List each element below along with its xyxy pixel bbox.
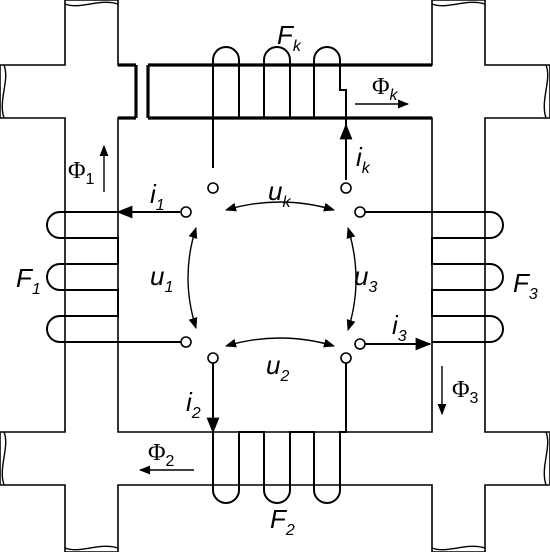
air-gap bbox=[136, 60, 148, 124]
label-phi1: Φ1 bbox=[68, 158, 95, 188]
label-u2: u2 bbox=[266, 350, 289, 385]
break-left-bottom bbox=[1, 431, 7, 486]
terminal-k-left bbox=[207, 182, 219, 194]
terminal-k-right bbox=[340, 182, 352, 194]
winding-f2 bbox=[206, 358, 347, 504]
break-right-bottom bbox=[543, 431, 549, 486]
terminal-1-bottom bbox=[180, 336, 192, 348]
terminal-2-left bbox=[207, 352, 219, 364]
winding-f1 bbox=[46, 205, 182, 343]
break-top-right bbox=[431, 1, 486, 7]
terminal-2-right bbox=[340, 352, 352, 364]
label-phi2: Φ2 bbox=[148, 440, 175, 470]
break-left-top bbox=[1, 64, 7, 119]
terminal-3-bottom bbox=[354, 338, 366, 350]
voltage-arc-uk bbox=[224, 201, 336, 212]
label-ik: ik bbox=[356, 142, 371, 177]
label-f1: F1 bbox=[16, 263, 41, 298]
label-fk: Fk bbox=[277, 20, 302, 55]
winding-fk bbox=[212, 46, 353, 180]
label-u1: u1 bbox=[150, 261, 173, 296]
label-uk: uk bbox=[268, 176, 291, 211]
break-right-top bbox=[543, 64, 549, 119]
label-i1: i1 bbox=[150, 179, 165, 214]
label-i2: i2 bbox=[186, 387, 201, 422]
label-f2: F2 bbox=[270, 504, 295, 539]
label-i3: i3 bbox=[392, 310, 407, 345]
voltage-arc-u1 bbox=[187, 226, 198, 330]
terminal-1-top bbox=[180, 206, 192, 218]
winding-f3 bbox=[363, 211, 504, 351]
terminal-3-top bbox=[354, 206, 366, 218]
voltage-arc-u2 bbox=[224, 337, 336, 348]
terminals bbox=[180, 182, 366, 364]
break-bottom-left bbox=[64, 545, 119, 551]
break-bottom-right bbox=[431, 545, 486, 551]
break-top-left bbox=[64, 1, 119, 7]
label-phi3: Φ3 bbox=[452, 377, 479, 407]
label-u3: u3 bbox=[354, 261, 377, 296]
label-f3: F3 bbox=[513, 268, 538, 303]
label-phik: Φk bbox=[372, 74, 399, 104]
voltage-arc-u3 bbox=[346, 226, 357, 332]
